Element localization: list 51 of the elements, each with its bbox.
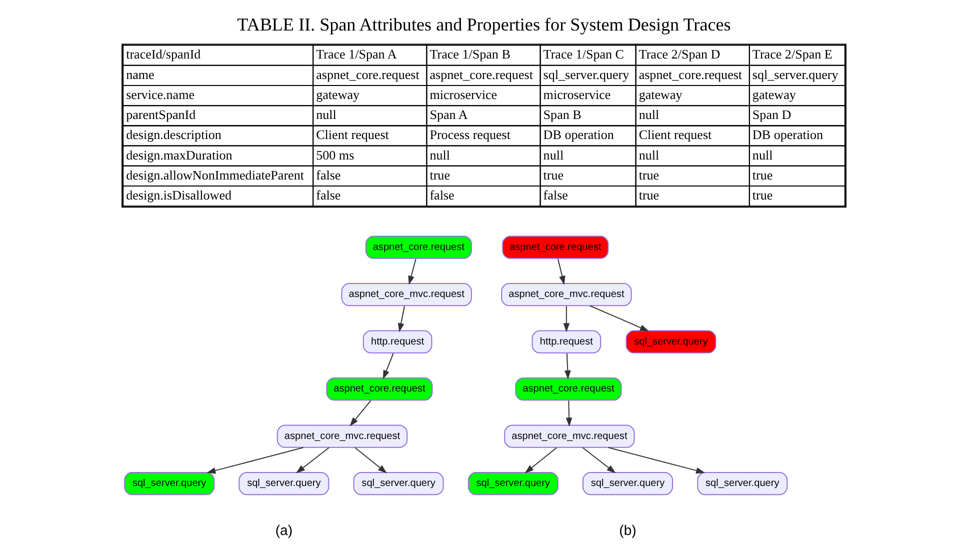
label: design.isDisallowed	[126, 187, 232, 202]
label: Trace 1/Span B	[429, 46, 510, 62]
label: Client request	[638, 127, 712, 142]
label: DB operation	[752, 127, 823, 142]
label: true	[638, 187, 659, 202]
diagram-title: TABLE II. Span Attributes and Properties for System Design Traces	[236, 14, 730, 35]
label: microservice	[429, 86, 497, 102]
label: null	[638, 107, 659, 122]
label: aspnet_core.request	[638, 66, 742, 82]
label: true	[542, 167, 564, 182]
label: microservice	[542, 86, 610, 102]
label: aspnet_core.request	[316, 66, 419, 82]
label: sql_server.query	[752, 66, 838, 82]
label: null	[429, 147, 450, 162]
label: 500 ms	[316, 147, 354, 162]
label: true	[638, 167, 659, 182]
label: false	[542, 187, 568, 202]
label: aspnet_core.request	[429, 66, 532, 82]
label: null	[638, 147, 659, 162]
label: Span A	[429, 107, 468, 122]
label: DB operation	[542, 127, 614, 142]
label: Process request	[429, 127, 510, 142]
label: true	[752, 187, 772, 202]
label: design.maxDuration	[126, 147, 232, 162]
label: (b)	[618, 522, 636, 538]
label: null	[316, 107, 336, 122]
label: true	[752, 167, 772, 182]
label: design.description	[126, 127, 221, 142]
label: false	[316, 167, 340, 182]
label: sql_server.query	[542, 66, 629, 82]
label: name	[126, 66, 154, 82]
label: design.allowNonImmediateParent	[126, 167, 304, 182]
label: false	[316, 187, 340, 202]
label: Trace 1/Span A	[316, 46, 396, 62]
label: Trace 1/Span C	[542, 46, 624, 62]
label: null	[752, 147, 772, 162]
label: (a)	[274, 522, 292, 538]
label: gateway	[316, 86, 360, 102]
label: Trace 2/Span D	[638, 46, 720, 62]
label: Client request	[316, 127, 388, 142]
label: gateway	[752, 86, 796, 102]
label: Span D	[752, 107, 791, 122]
label: null	[542, 147, 564, 162]
label: false	[429, 187, 454, 202]
label: traceId/spanId	[126, 46, 200, 62]
label: Span B	[542, 107, 581, 122]
label: gateway	[638, 86, 682, 102]
label: service.name	[126, 86, 194, 102]
label: true	[429, 167, 450, 182]
label: Trace 2/Span E	[752, 46, 832, 62]
label: parentSpanId	[126, 107, 196, 122]
